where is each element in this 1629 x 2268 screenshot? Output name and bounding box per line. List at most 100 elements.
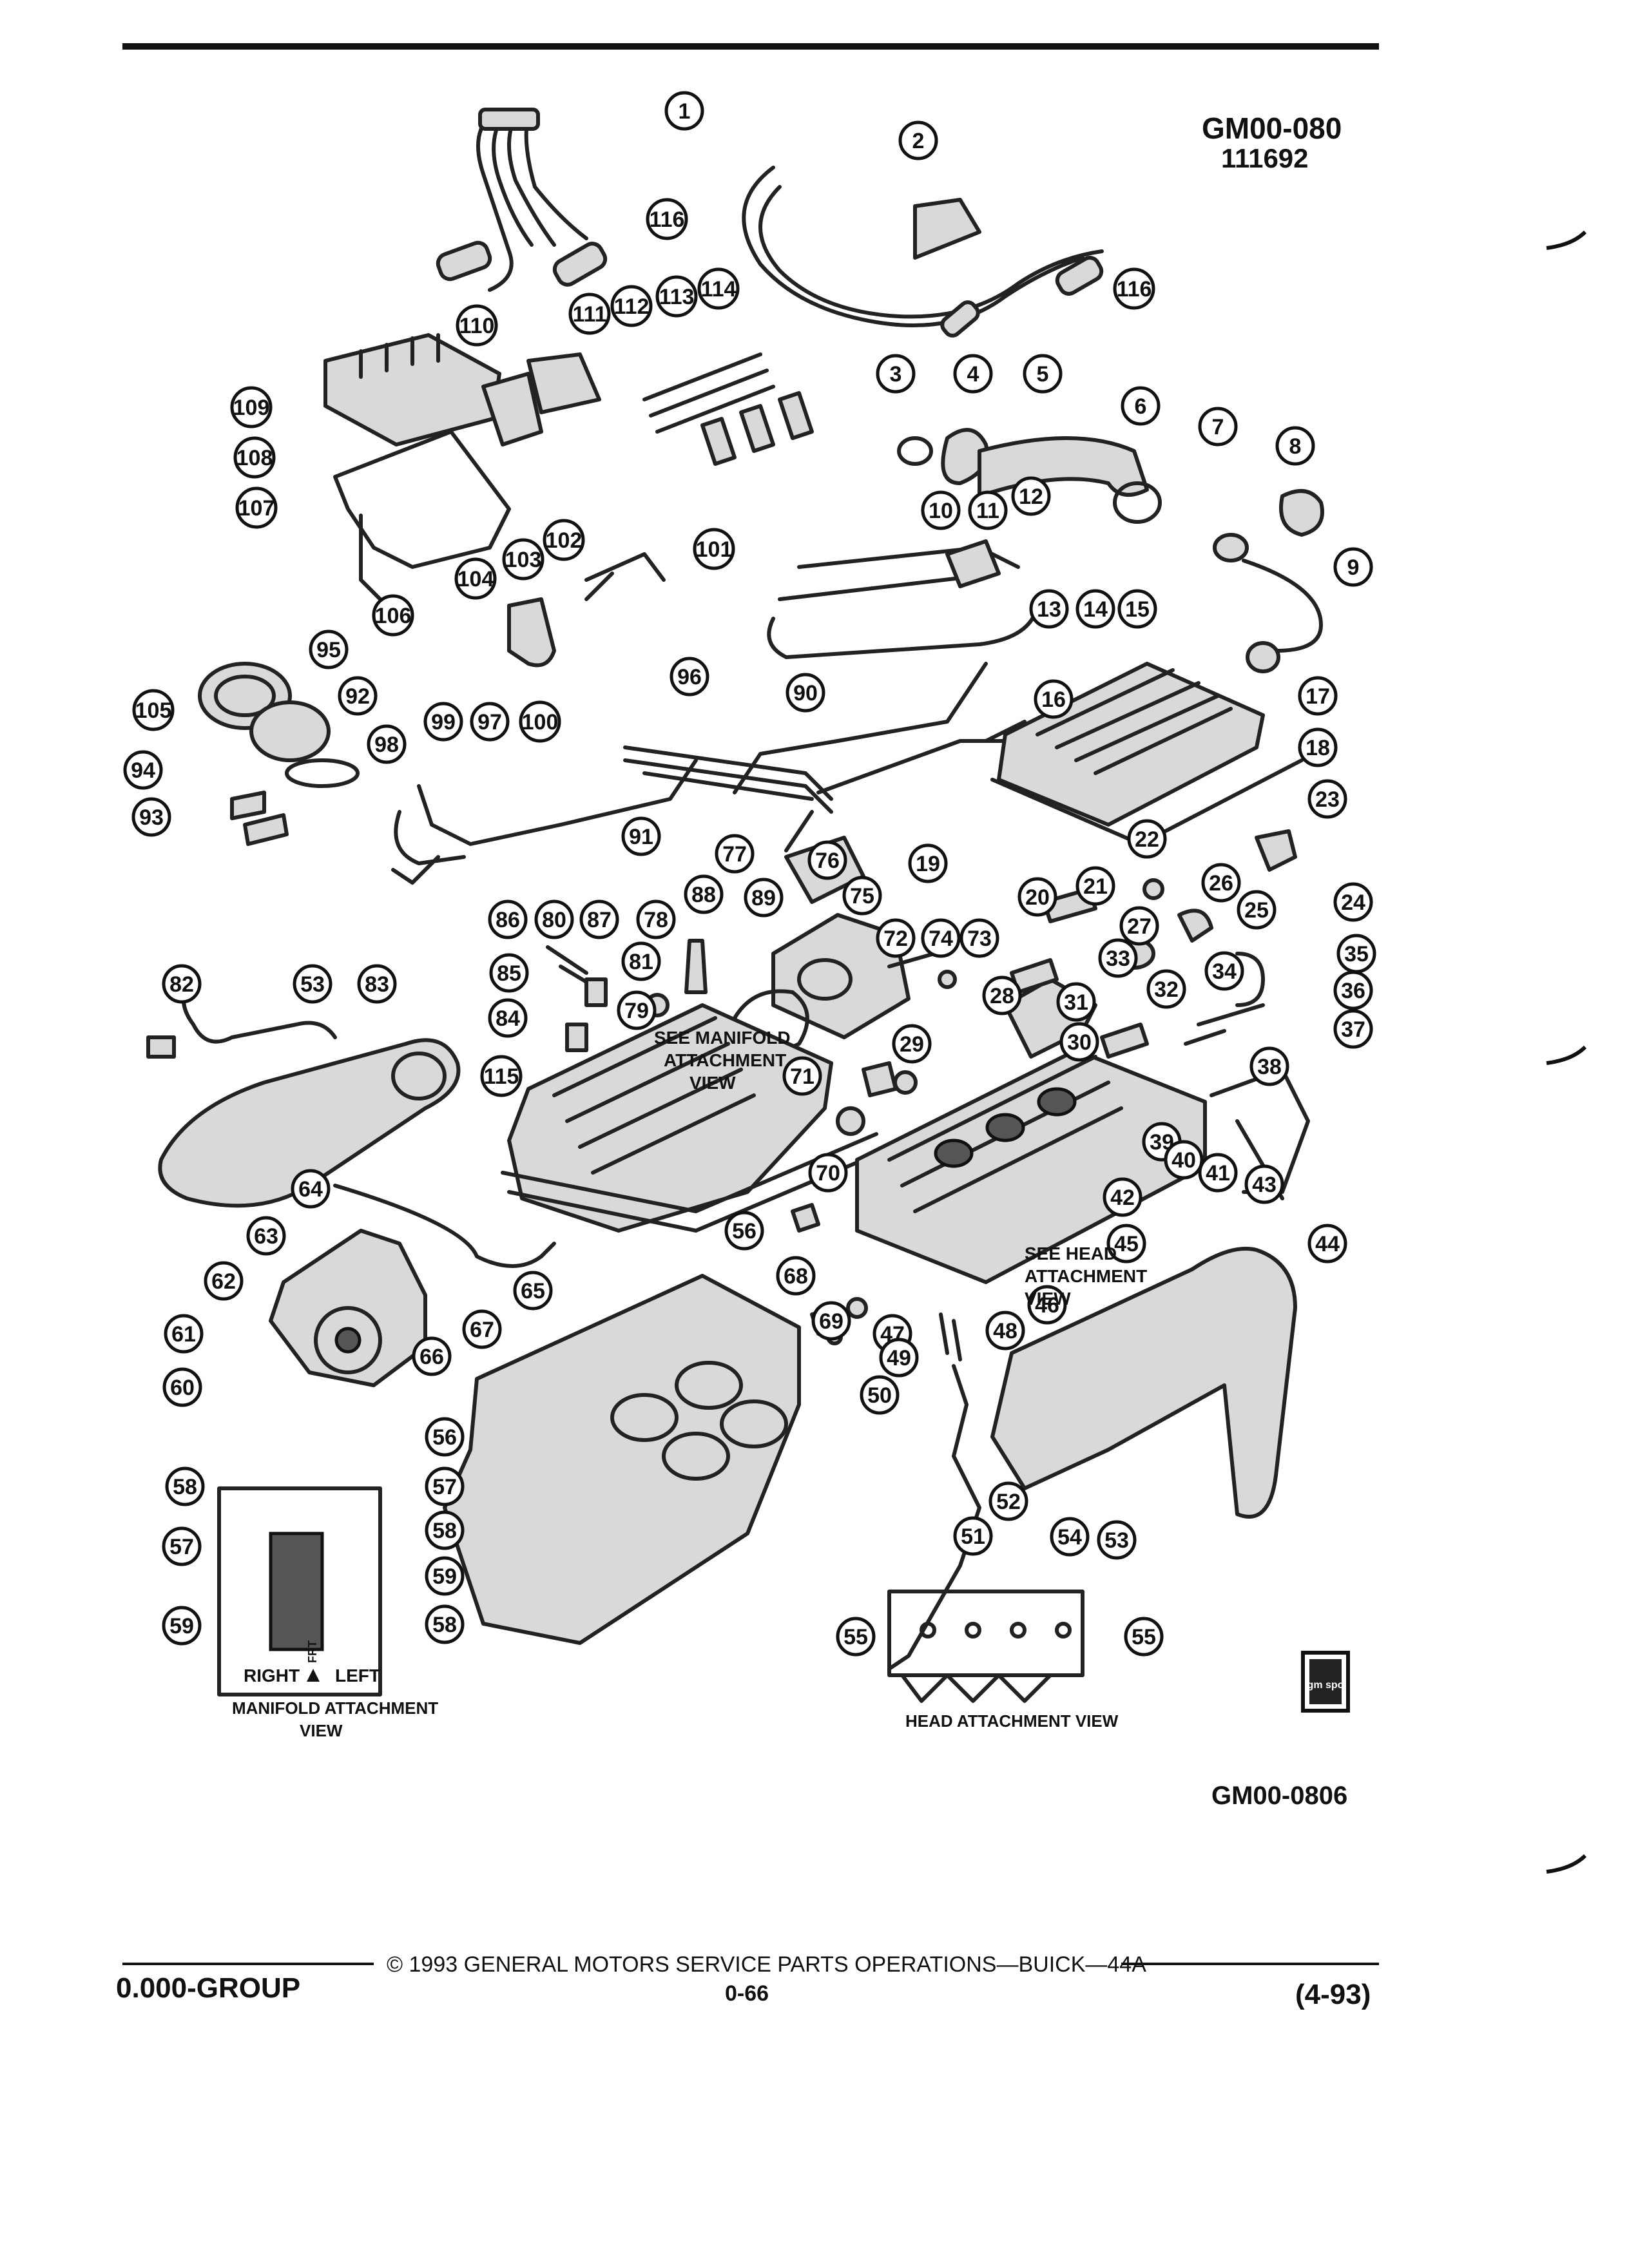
callout-65: 65 (513, 1271, 553, 1311)
callout-number: 74 (929, 927, 953, 951)
callout-48: 48 (985, 1311, 1025, 1350)
callout-number: 21 (1083, 874, 1108, 899)
callout-number: 45 (1114, 1232, 1139, 1256)
callout-51: 51 (953, 1516, 993, 1556)
callout-number: 53 (1104, 1528, 1129, 1553)
callout-23: 23 (1307, 779, 1347, 819)
callout-92: 92 (338, 676, 378, 716)
callout-number: 41 (1206, 1161, 1230, 1186)
callout-number: 85 (497, 961, 521, 986)
callout-number: 14 (1083, 597, 1108, 622)
callout-15: 15 (1117, 589, 1157, 629)
callout-number: 56 (432, 1425, 457, 1450)
callout-number: 63 (254, 1224, 278, 1249)
callout-26: 26 (1201, 863, 1241, 903)
callout-30: 30 (1059, 1022, 1099, 1062)
callout-number: 81 (629, 950, 653, 974)
callout-54: 54 (1050, 1517, 1090, 1557)
callout-number: 96 (677, 665, 702, 689)
callout-72: 72 (876, 918, 916, 958)
callout-number: 93 (139, 805, 164, 830)
callout-102: 102 (543, 519, 585, 561)
callout-2: 2 (898, 120, 938, 160)
callout-number: 116 (1117, 277, 1152, 302)
manifold-view-caption1: MANIFOLD ATTACHMENT (232, 1698, 438, 1718)
callout-number: 8 (1289, 434, 1302, 459)
callout-29: 29 (892, 1024, 932, 1064)
callout-number: 62 (211, 1269, 236, 1294)
figure-number: GM00-0806 (1211, 1782, 1347, 1810)
callout-63: 63 (246, 1216, 286, 1256)
callout-9: 9 (1333, 547, 1373, 587)
callout-number: 115 (484, 1064, 519, 1089)
callout-number: 44 (1315, 1232, 1340, 1256)
callout-number: 10 (929, 499, 953, 523)
callout-111: 111 (568, 293, 611, 335)
callout-25: 25 (1237, 890, 1277, 930)
callout-number: 58 (432, 1613, 457, 1637)
callout-number: 99 (431, 710, 456, 735)
callout-59: 59 (425, 1556, 465, 1596)
callout-68: 68 (776, 1256, 816, 1296)
callout-number: 60 (170, 1376, 195, 1400)
callout-28: 28 (982, 975, 1022, 1015)
gmspo-logo: gm spo (1301, 1651, 1350, 1713)
callout-number: 37 (1341, 1017, 1365, 1042)
callout-number: 56 (732, 1219, 757, 1244)
callout-number: 77 (722, 842, 747, 867)
callout-18: 18 (1298, 727, 1338, 767)
callout-56: 56 (724, 1211, 764, 1251)
callout-52: 52 (988, 1481, 1028, 1521)
callout-27: 27 (1119, 906, 1159, 946)
callout-number: 29 (900, 1032, 924, 1057)
frt-arrow (307, 1669, 320, 1682)
callout-number: 92 (345, 684, 370, 709)
callout-number: 79 (624, 999, 649, 1023)
callout-8: 8 (1275, 426, 1315, 466)
callout-104: 104 (454, 557, 497, 600)
callout-number: 83 (365, 972, 389, 997)
callout-24: 24 (1333, 882, 1373, 922)
callout-58: 58 (165, 1466, 205, 1506)
callout-37: 37 (1333, 1009, 1373, 1049)
callout-60: 60 (162, 1367, 202, 1407)
callout-number: 4 (967, 362, 979, 387)
callout-71: 71 (782, 1056, 822, 1096)
callout-number: 72 (883, 927, 908, 951)
callout-number: 5 (1037, 362, 1049, 387)
callout-number: 71 (790, 1064, 815, 1089)
callout-number: 97 (477, 710, 502, 735)
edge-mark (1546, 1854, 1587, 1874)
callout-number: 20 (1025, 885, 1050, 910)
see-head-line3: VIEW (1025, 1289, 1071, 1309)
see-head-line2: ATTACHMENT (1025, 1266, 1147, 1286)
callout-number: 13 (1037, 597, 1061, 622)
callout-number: 68 (784, 1264, 808, 1289)
callout-number: 65 (521, 1279, 545, 1303)
callout-number: 105 (135, 698, 172, 723)
callout-67: 67 (462, 1309, 502, 1349)
callout-49: 49 (879, 1338, 919, 1378)
callout-58: 58 (425, 1604, 465, 1644)
exploded-parts (146, 108, 1324, 1703)
callout-number: 103 (505, 548, 542, 572)
callout-36: 36 (1333, 970, 1373, 1010)
callout-number: 23 (1315, 787, 1340, 812)
callout-number: 50 (867, 1383, 892, 1408)
callout-114: 114 (697, 267, 740, 310)
callout-115: 115 (480, 1055, 523, 1097)
callout-58: 58 (425, 1510, 465, 1550)
callout-number: 22 (1135, 827, 1159, 852)
callout-number: 111 (573, 302, 607, 327)
callout-6: 6 (1121, 386, 1161, 426)
callout-number: 6 (1135, 394, 1147, 419)
callout-number: 19 (916, 852, 940, 876)
callout-88: 88 (684, 874, 724, 914)
callout-78: 78 (636, 899, 676, 939)
callout-16: 16 (1034, 679, 1074, 719)
head-view-caption: HEAD ATTACHMENT VIEW (905, 1711, 1119, 1731)
callout-19: 19 (908, 843, 948, 883)
callout-107: 107 (235, 486, 278, 529)
callout-76: 76 (807, 840, 847, 880)
callout-43: 43 (1244, 1164, 1284, 1204)
